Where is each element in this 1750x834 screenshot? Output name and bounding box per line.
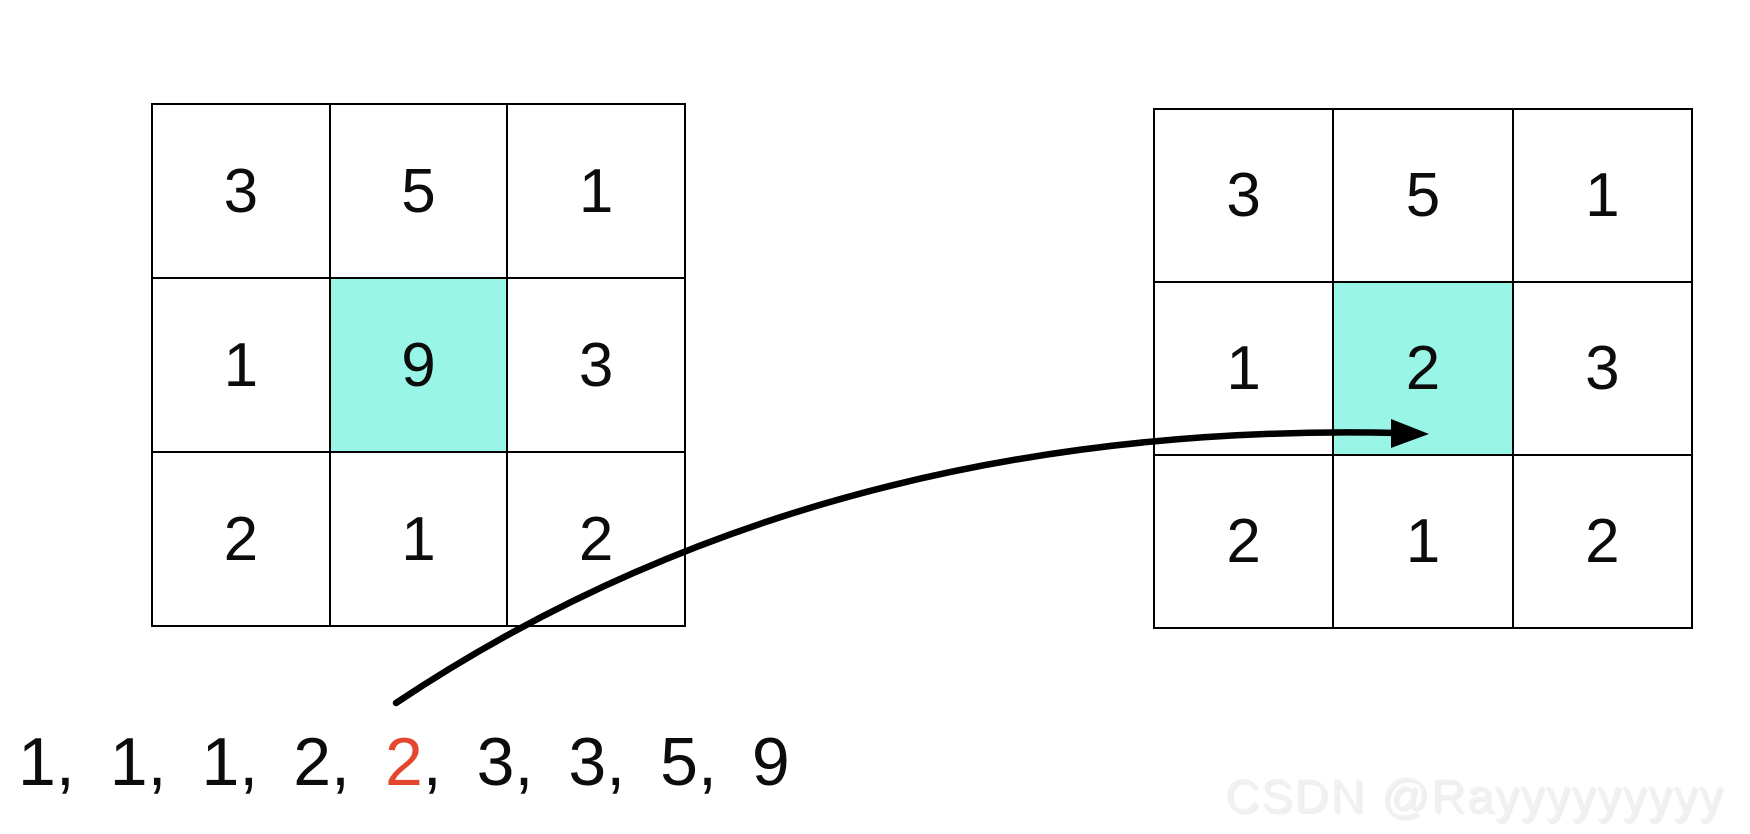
grid-cell: 3 xyxy=(1512,282,1692,455)
highlighted-cell: 2 xyxy=(1333,282,1513,455)
sequence-value: 1, xyxy=(109,724,167,800)
grid-cell: 2 xyxy=(1512,455,1692,628)
sequence-value: 1, xyxy=(18,724,75,800)
sequence-value: 3, xyxy=(568,724,626,800)
grid-cell: 1 xyxy=(329,452,508,626)
sorted-sequence: 1,1,1,2,2,3,3,5,9 xyxy=(18,728,790,796)
highlighted-cell: 9 xyxy=(329,278,508,452)
grid-cell: 5 xyxy=(1333,109,1513,282)
grid-cell: 1 xyxy=(152,278,330,452)
grid-cell: 3 xyxy=(152,104,330,278)
median-value: 2, xyxy=(384,724,442,800)
grid-cell: 3 xyxy=(1154,109,1334,282)
sequence-value: 5, xyxy=(660,724,717,800)
sequence-value: 1, xyxy=(201,724,259,800)
watermark: CSDN @Rayyyyyyyyy xyxy=(1225,769,1725,822)
sequence-value: 3, xyxy=(476,724,534,800)
sequence-value: 9 xyxy=(751,724,790,800)
grid-cell: 1 xyxy=(507,104,685,278)
grid-cell: 1 xyxy=(1333,455,1513,628)
grid-cell: 3 xyxy=(507,278,685,452)
grid-cell: 2 xyxy=(1154,455,1334,628)
grid-cell: 2 xyxy=(152,452,330,626)
grid-cell: 5 xyxy=(329,104,508,278)
grid-cell: 2 xyxy=(507,452,685,626)
grid-cell: 1 xyxy=(1512,109,1692,282)
sequence-value: 2, xyxy=(293,724,350,800)
grid-cell: 1 xyxy=(1154,282,1334,455)
